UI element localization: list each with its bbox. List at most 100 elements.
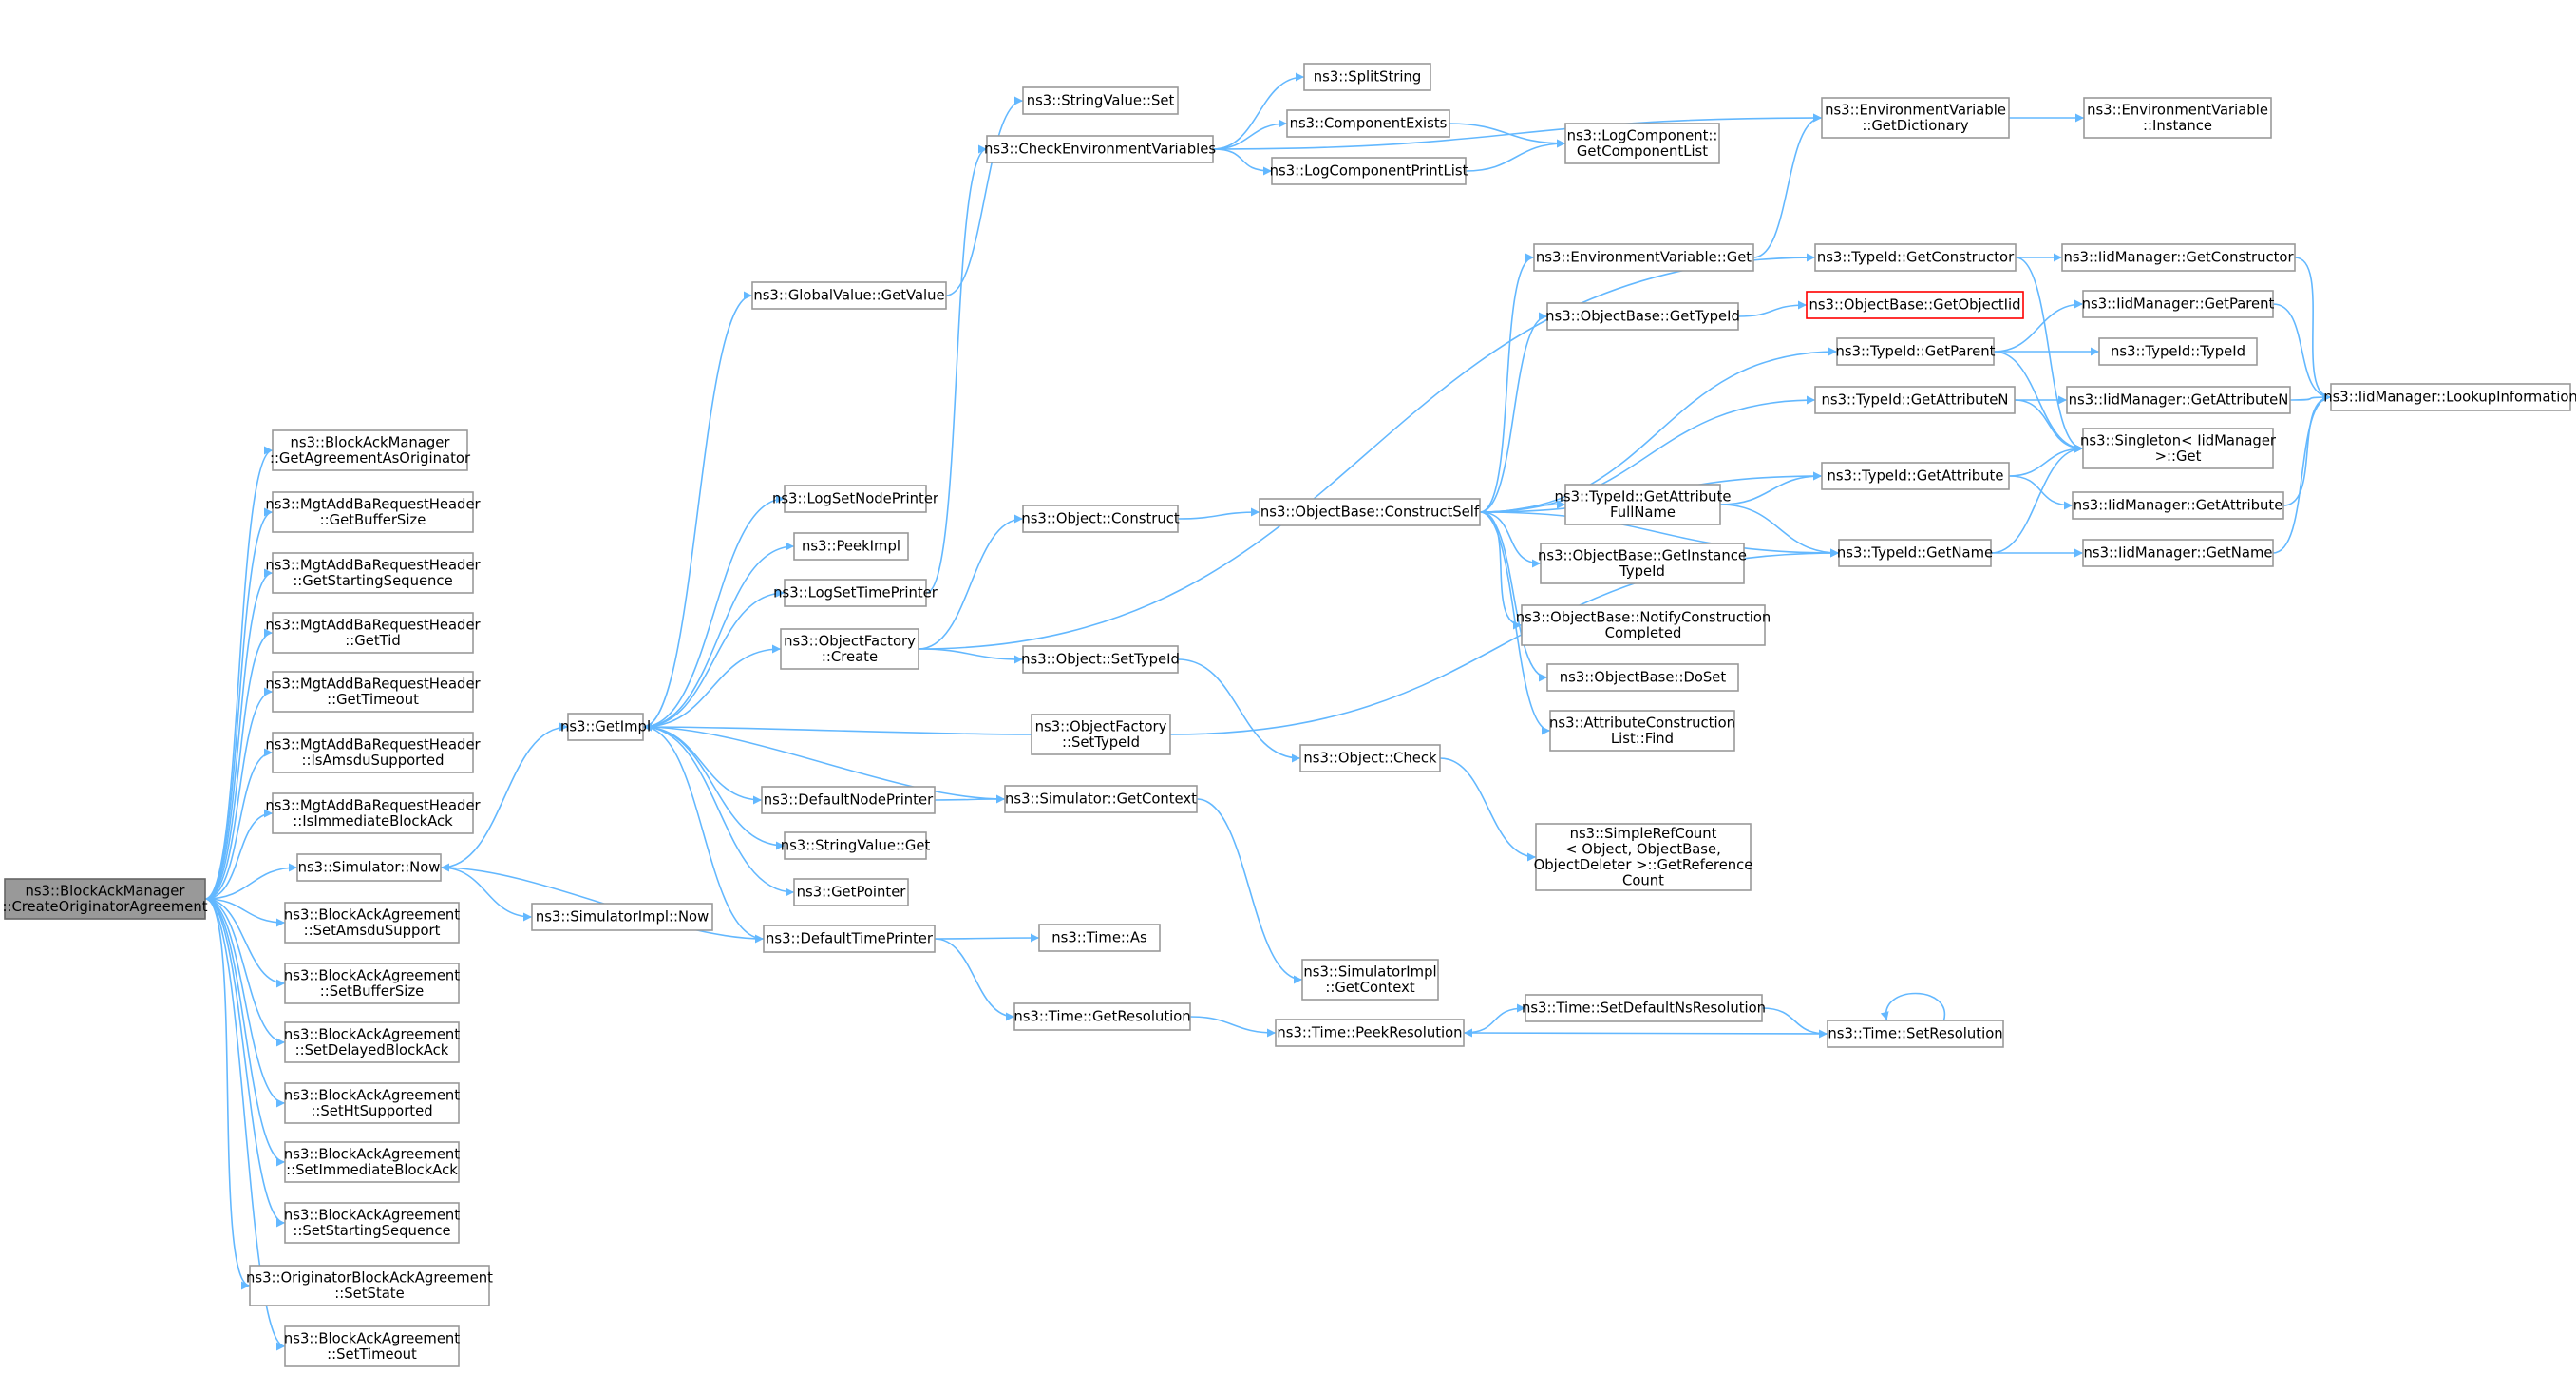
- node-typeIdGetAttribute[interactable]: ns3::TypeId::GetAttribute: [1821, 462, 2010, 490]
- node-checkEnvVars[interactable]: ns3::CheckEnvironmentVariables: [984, 135, 1216, 163]
- node-objectBaseGetObjectIid[interactable]: ns3::ObjectBase::GetObjectIid: [1806, 291, 2024, 319]
- node-objectCheck[interactable]: ns3::Object::Check: [1299, 744, 1441, 772]
- node-label-line: ObjectDeleter >::GetReference: [1534, 857, 1753, 873]
- node-box: [4, 878, 206, 920]
- node-getPointer[interactable]: ns3::GetPointer: [793, 878, 909, 906]
- node-timeAs[interactable]: ns3::Time::As: [1038, 924, 1161, 952]
- node-logComponentPrintList[interactable]: ns3::LogComponentPrintList: [1270, 157, 1468, 185]
- node-box: [763, 925, 936, 953]
- node-logSetTimePrinter[interactable]: ns3::LogSetTimePrinter: [773, 579, 938, 607]
- node-singletonGet[interactable]: ns3::Singleton< IidManager>::Get: [2080, 428, 2277, 469]
- node-componentExists[interactable]: ns3::ComponentExists: [1286, 109, 1450, 138]
- node-envVarGetDictionary[interactable]: ns3::EnvironmentVariable::GetDictionary: [1821, 97, 2010, 139]
- node-label-line: ::GetContext: [1325, 980, 1415, 996]
- node-simpleRefCount[interactable]: ns3::SimpleRefCount< Object, ObjectBase,…: [1534, 823, 1753, 891]
- edge-iidGetParent-to-iidLookupInformation: [2272, 303, 2332, 402]
- node-baSetAmsduSupport[interactable]: ns3::BlockAckAgreement::SetAmsduSupport: [284, 902, 460, 944]
- node-iidLookupInformation[interactable]: ns3::IidManager::LookupInformation: [2323, 383, 2576, 411]
- node-label-line: ns3::TypeId::GetName: [1837, 545, 1993, 562]
- node-simImplNow[interactable]: ns3::SimulatorImpl::Now: [531, 903, 713, 931]
- node-label-line: ns3::ObjectBase::GetTypeId: [1545, 309, 1740, 325]
- node-iidGetAttribute[interactable]: ns3::IidManager::GetAttribute: [2072, 491, 2284, 520]
- edge-logComponentPrintList-to-logComponentGetList: [1465, 139, 1566, 172]
- edge-root-to-getAgreementAsOriginator: [204, 446, 274, 900]
- node-objectSetTypeId[interactable]: ns3::Object::SetTypeId: [1021, 645, 1180, 674]
- node-box: [1827, 1020, 2004, 1048]
- node-baSetBufferSize[interactable]: ns3::BlockAckAgreement::SetBufferSize: [284, 963, 460, 1004]
- node-baSetHtSupported[interactable]: ns3::BlockAckAgreement::SetHtSupported: [284, 1082, 460, 1124]
- node-peekImpl[interactable]: ns3::PeekImpl: [793, 532, 909, 561]
- edge-iidGetAttribute-to-iidLookupInformation: [2282, 392, 2332, 506]
- node-baSetDelayedBlockAck[interactable]: ns3::BlockAckAgreement::SetDelayedBlockA…: [284, 1021, 460, 1063]
- node-simulatorNow[interactable]: ns3::Simulator::Now: [296, 853, 442, 882]
- node-globalValueGetValue[interactable]: ns3::GlobalValue::GetValue: [751, 281, 947, 310]
- node-objectConstruct[interactable]: ns3::Object::Construct: [1021, 505, 1180, 533]
- node-label-line: ns3::Simulator::GetContext: [1005, 791, 1197, 808]
- node-defaultTimePrinter[interactable]: ns3::DefaultTimePrinter: [763, 925, 936, 953]
- node-typeIdTypeId[interactable]: ns3::TypeId::TypeId: [2098, 337, 2258, 366]
- node-getAgreementAsOriginator[interactable]: ns3::BlockAckManager::GetAgreementAsOrig…: [270, 429, 471, 471]
- edge-defaultTimePrinter-to-timeAs: [934, 933, 1040, 943]
- node-logSetNodePrinter[interactable]: ns3::LogSetNodePrinter: [772, 485, 939, 513]
- node-mgtGetStartingSequence[interactable]: ns3::MgtAddBaRequestHeader::GetStartingS…: [265, 552, 482, 594]
- node-baSetImmediateBlockAck[interactable]: ns3::BlockAckAgreement::SetImmediateBloc…: [284, 1141, 460, 1183]
- edge-root-to-baSetAmsduSupport: [204, 898, 286, 927]
- node-defaultNodePrinter[interactable]: ns3::DefaultNodePrinter: [761, 786, 936, 814]
- node-logComponentGetList[interactable]: ns3::LogComponent::GetComponentList: [1564, 123, 1720, 164]
- node-getImpl[interactable]: ns3::GetImpl: [560, 713, 651, 741]
- node-label-line: List::Find: [1611, 731, 1674, 747]
- node-typeIdGetName[interactable]: ns3::TypeId::GetName: [1837, 539, 1993, 567]
- edge-objectBaseConstructSelf-to-objectBaseDoSet: [1479, 511, 1548, 682]
- node-mgtGetTid[interactable]: ns3::MgtAddBaRequestHeader::GetTid: [265, 612, 482, 654]
- node-iidGetParent[interactable]: ns3::IidManager::GetParent: [2082, 290, 2275, 318]
- node-timePeekResolution[interactable]: ns3::Time::PeekResolution: [1275, 1019, 1465, 1047]
- node-iidGetAttributeN[interactable]: ns3::IidManager::GetAttributeN: [2066, 386, 2291, 414]
- node-box: [1546, 302, 1739, 331]
- edge-root-to-baSetDelayedBlockAck: [204, 898, 286, 1047]
- node-objectBaseNotifyConstruction[interactable]: ns3::ObjectBase::NotifyConstructionCompl…: [1516, 604, 1771, 646]
- node-box: [272, 612, 474, 654]
- node-splitString[interactable]: ns3::SplitString: [1303, 63, 1431, 91]
- node-typeIdGetAttributeN[interactable]: ns3::TypeId::GetAttributeN: [1814, 386, 2016, 414]
- node-mgtIsAmsduSupported[interactable]: ns3::MgtAddBaRequestHeader::IsAmsduSuppo…: [265, 732, 482, 773]
- node-objectBaseConstructSelf[interactable]: ns3::ObjectBase::ConstructSelf: [1259, 498, 1481, 526]
- node-timeGetResolution[interactable]: ns3::Time::GetResolution: [1013, 1002, 1191, 1031]
- node-iidGetConstructor[interactable]: ns3::IidManager::GetConstructor: [2061, 243, 2296, 272]
- node-objectFactoryCreate[interactable]: ns3::ObjectFactory::Create: [780, 628, 919, 670]
- node-typeIdGetConstructor[interactable]: ns3::TypeId::GetConstructor: [1814, 243, 2017, 272]
- node-label-line: ::GetTimeout: [327, 692, 419, 708]
- node-box: [1533, 243, 1754, 272]
- node-box: [1806, 291, 2024, 319]
- edge-checkEnvVars-to-logComponentPrintList: [1212, 148, 1273, 176]
- node-baSetTimeout[interactable]: ns3::BlockAckAgreement::SetTimeout: [284, 1325, 460, 1367]
- node-box: [1821, 97, 2010, 139]
- node-label-line: ns3::LogSetTimePrinter: [773, 585, 938, 601]
- node-obaSetState[interactable]: ns3::OriginatorBlockAckAgreement::SetSta…: [246, 1265, 493, 1306]
- node-simulatorGetContext[interactable]: ns3::Simulator::GetContext: [1004, 785, 1198, 813]
- node-label-line: ns3::IidManager::GetAttributeN: [2069, 392, 2289, 409]
- node-typeIdGetParent[interactable]: ns3::TypeId::GetParent: [1836, 337, 1996, 366]
- node-iidGetName[interactable]: ns3::IidManager::GetName: [2082, 539, 2274, 567]
- edge-root-to-baSetImmediateBlockAck: [204, 898, 286, 1167]
- edge-objectBaseConstructSelf-to-objectBaseGetInstanceTypeId: [1479, 511, 1542, 568]
- node-objectBaseDoSet[interactable]: ns3::ObjectBase::DoSet: [1546, 663, 1739, 692]
- node-mgtIsImmediateBlockAck[interactable]: ns3::MgtAddBaRequestHeader::IsImmediateB…: [265, 792, 482, 834]
- node-objectBaseGetTypeId[interactable]: ns3::ObjectBase::GetTypeId: [1545, 302, 1740, 331]
- node-objectFactorySetTypeId[interactable]: ns3::ObjectFactory::SetTypeId: [1031, 714, 1171, 755]
- node-stringValueGet[interactable]: ns3::StringValue::Get: [781, 831, 931, 860]
- node-timeSetResolution[interactable]: ns3::Time::SetResolution: [1827, 1020, 2004, 1048]
- node-mgtGetTimeout[interactable]: ns3::MgtAddBaRequestHeader::GetTimeout: [265, 671, 482, 713]
- node-timeSetDefaultNsResolution[interactable]: ns3::Time::SetDefaultNsResolution: [1522, 994, 1766, 1022]
- edge-envVarGet-to-envVarGetDictionary: [1752, 113, 1823, 258]
- node-baSetStartingSequence[interactable]: ns3::BlockAckAgreement::SetStartingSeque…: [284, 1202, 460, 1244]
- node-mgtGetBufferSize[interactable]: ns3::MgtAddBaRequestHeader::GetBufferSiz…: [265, 491, 482, 533]
- node-envVarInstance[interactable]: ns3::EnvironmentVariable::Instance: [2083, 97, 2272, 139]
- node-root[interactable]: ns3::BlockAckManager::CreateOriginatorAg…: [2, 878, 208, 920]
- node-label-line: ns3::MgtAddBaRequestHeader: [265, 676, 481, 692]
- node-stringValueSet[interactable]: ns3::StringValue::Set: [1022, 86, 1179, 115]
- node-envVarGet[interactable]: ns3::EnvironmentVariable::Get: [1533, 243, 1754, 272]
- node-simImplGetContext[interactable]: ns3::SimulatorImpl::GetContext: [1301, 959, 1439, 1001]
